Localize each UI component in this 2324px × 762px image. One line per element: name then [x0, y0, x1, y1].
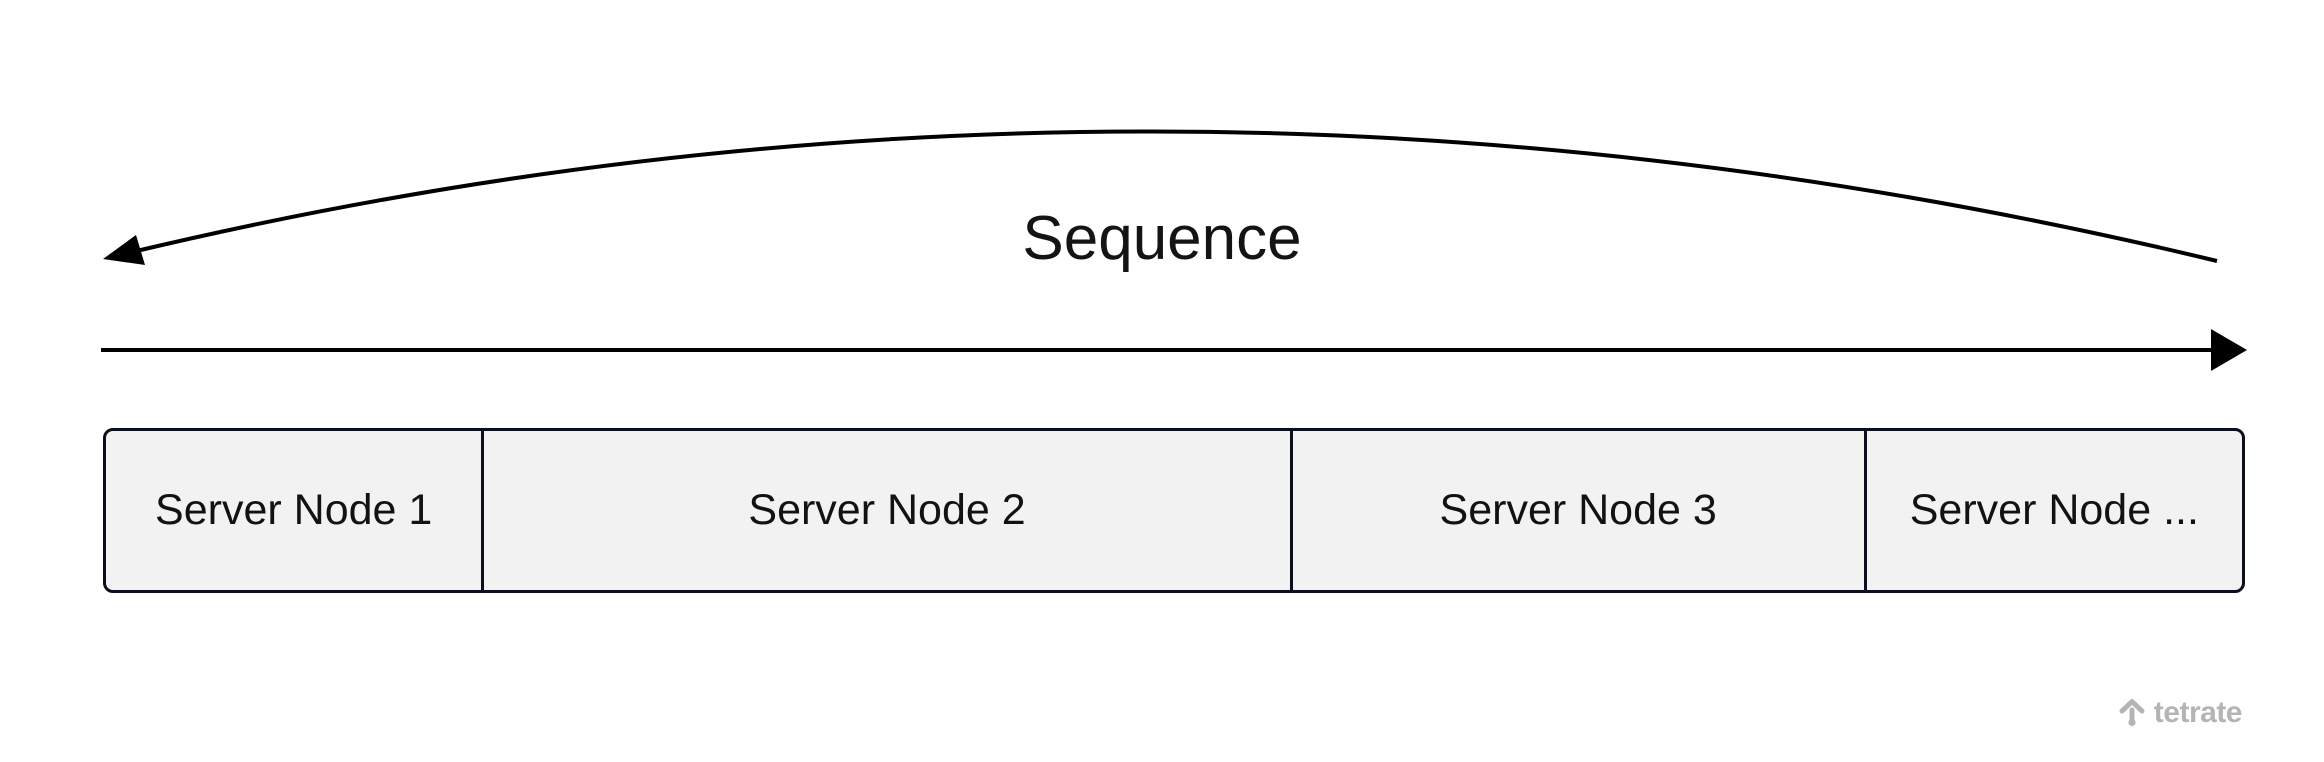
- curve-left-arrowhead: [103, 235, 145, 265]
- timeline-right-arrowhead: [2211, 329, 2247, 371]
- node-label: Server Node 1: [155, 486, 433, 534]
- node-label: Server Node 3: [1439, 486, 1717, 534]
- server-node-row: Server Node 1 Server Node 2 Server Node …: [103, 428, 2245, 593]
- node-server-node-3: Server Node 3: [1289, 431, 1864, 590]
- tetrate-logo-icon: [2119, 699, 2145, 727]
- node-label: Server Node ...: [1909, 486, 2199, 534]
- node-server-node-1: Server Node 1: [106, 431, 481, 590]
- sequence-label: Sequence: [1022, 204, 1302, 273]
- node-label: Server Node 2: [748, 486, 1026, 534]
- tetrate-watermark: tetrate: [2118, 696, 2243, 729]
- tetrate-brand-text: tetrate: [2153, 696, 2243, 729]
- node-server-node-2: Server Node 2: [481, 431, 1289, 590]
- sequence-curve: [127, 129, 2218, 263]
- node-server-node-etc: Server Node ...: [1863, 431, 2242, 590]
